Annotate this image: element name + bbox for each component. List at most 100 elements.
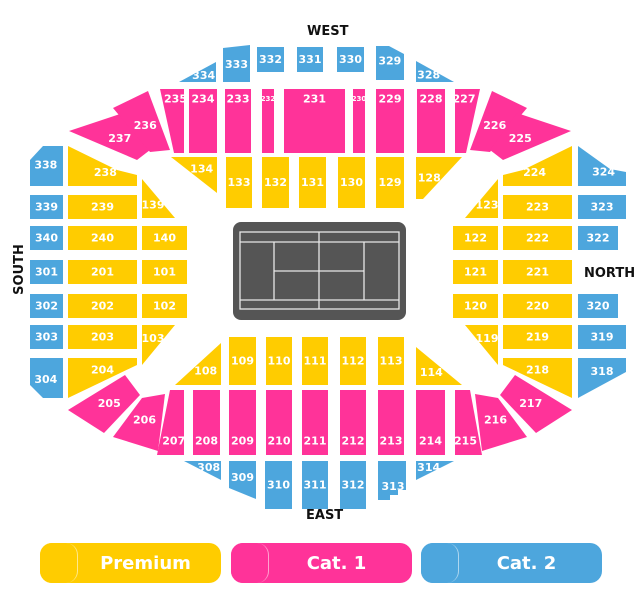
section-222[interactable]: 222 bbox=[503, 226, 572, 250]
section-shape[interactable] bbox=[376, 157, 404, 208]
section-shape[interactable] bbox=[225, 89, 251, 153]
section-shape[interactable] bbox=[30, 195, 63, 219]
section-209[interactable]: 209 bbox=[229, 390, 256, 455]
section-229[interactable]: 229 bbox=[376, 89, 404, 153]
section-230[interactable]: 230 bbox=[352, 89, 367, 153]
section-shape[interactable] bbox=[416, 390, 445, 455]
section-shape[interactable] bbox=[340, 337, 366, 385]
section-shape[interactable] bbox=[578, 325, 626, 349]
section-shape[interactable] bbox=[299, 157, 326, 208]
section-102[interactable]: 102 bbox=[142, 294, 187, 318]
section-shape[interactable] bbox=[453, 294, 498, 318]
section-shape[interactable] bbox=[578, 146, 626, 186]
section-shape[interactable] bbox=[226, 157, 252, 208]
section-134[interactable]: 134 bbox=[171, 157, 217, 193]
section-shape[interactable] bbox=[142, 226, 187, 250]
section-221[interactable]: 221 bbox=[503, 260, 572, 284]
section-130[interactable]: 130 bbox=[338, 157, 365, 208]
section-shape[interactable] bbox=[193, 390, 220, 455]
section-128[interactable]: 128 bbox=[416, 157, 462, 199]
section-shape[interactable] bbox=[223, 45, 250, 82]
section-234[interactable]: 234 bbox=[189, 89, 217, 153]
section-shape[interactable] bbox=[416, 61, 454, 82]
section-240[interactable]: 240 bbox=[68, 226, 137, 250]
section-233[interactable]: 233 bbox=[225, 89, 251, 153]
section-shape[interactable] bbox=[376, 46, 404, 80]
section-219[interactable]: 219 bbox=[503, 325, 572, 349]
section-101[interactable]: 101 bbox=[142, 260, 187, 284]
section-shape[interactable] bbox=[68, 325, 137, 349]
section-shape[interactable] bbox=[266, 337, 292, 385]
section-shape[interactable] bbox=[337, 47, 364, 72]
section-shape[interactable] bbox=[416, 157, 462, 199]
section-shape[interactable] bbox=[376, 89, 404, 153]
legend-cat1[interactable]: Cat. 1 bbox=[231, 543, 412, 583]
section-shape[interactable] bbox=[470, 91, 527, 152]
section-122[interactable]: 122 bbox=[453, 226, 498, 250]
section-108[interactable]: 108 bbox=[175, 343, 221, 385]
section-shape[interactable] bbox=[503, 294, 572, 318]
section-shape[interactable] bbox=[189, 89, 217, 153]
section-334[interactable]: 334 bbox=[179, 62, 216, 82]
section-shape[interactable] bbox=[578, 226, 618, 250]
section-shape[interactable] bbox=[578, 195, 626, 219]
section-333[interactable]: 333 bbox=[223, 45, 250, 82]
section-shape[interactable] bbox=[416, 347, 462, 385]
section-203[interactable]: 203 bbox=[68, 325, 137, 349]
section-228[interactable]: 228 bbox=[417, 89, 445, 153]
section-232[interactable]: 232 bbox=[261, 89, 276, 153]
section-211[interactable]: 211 bbox=[302, 390, 328, 455]
section-shape[interactable] bbox=[455, 390, 482, 455]
section-332[interactable]: 332 bbox=[257, 47, 284, 72]
section-shape[interactable] bbox=[142, 325, 175, 365]
section-304[interactable]: 304 bbox=[30, 358, 63, 398]
section-shape[interactable] bbox=[490, 113, 571, 160]
section-shape[interactable] bbox=[30, 325, 63, 349]
section-139[interactable]: 139 bbox=[142, 179, 175, 218]
section-330[interactable]: 330 bbox=[337, 47, 364, 72]
section-123[interactable]: 123 bbox=[465, 179, 498, 218]
section-shape[interactable] bbox=[30, 146, 63, 186]
section-shape[interactable] bbox=[113, 91, 170, 152]
section-113[interactable]: 113 bbox=[378, 337, 404, 385]
section-shape[interactable] bbox=[378, 461, 406, 500]
section-shape[interactable] bbox=[340, 461, 366, 509]
section-shape[interactable] bbox=[503, 226, 572, 250]
section-shape[interactable] bbox=[68, 358, 137, 398]
section-119[interactable]: 119 bbox=[465, 325, 498, 365]
section-201[interactable]: 201 bbox=[68, 260, 137, 284]
section-338[interactable]: 338 bbox=[30, 146, 63, 186]
section-shape[interactable] bbox=[340, 390, 366, 455]
section-223[interactable]: 223 bbox=[503, 195, 572, 219]
section-132[interactable]: 132 bbox=[262, 157, 289, 208]
section-109[interactable]: 109 bbox=[229, 337, 256, 385]
section-323[interactable]: 323 bbox=[578, 195, 626, 219]
section-340[interactable]: 340 bbox=[30, 226, 63, 250]
section-shape[interactable] bbox=[265, 461, 292, 509]
section-212[interactable]: 212 bbox=[340, 390, 366, 455]
section-shape[interactable] bbox=[68, 195, 137, 219]
section-shape[interactable] bbox=[30, 260, 63, 284]
section-110[interactable]: 110 bbox=[266, 337, 292, 385]
section-210[interactable]: 210 bbox=[266, 390, 292, 455]
section-shape[interactable] bbox=[503, 325, 572, 349]
section-133[interactable]: 133 bbox=[226, 157, 252, 208]
section-shape[interactable] bbox=[453, 226, 498, 250]
section-shape[interactable] bbox=[284, 89, 345, 153]
section-shape[interactable] bbox=[68, 375, 140, 433]
section-shape[interactable] bbox=[142, 260, 187, 284]
section-shape[interactable] bbox=[142, 294, 187, 318]
section-320[interactable]: 320 bbox=[578, 294, 618, 318]
section-shape[interactable] bbox=[68, 294, 137, 318]
section-shape[interactable] bbox=[416, 461, 454, 480]
section-shape[interactable] bbox=[500, 375, 572, 433]
section-310[interactable]: 310 bbox=[265, 461, 292, 509]
section-shape[interactable] bbox=[338, 157, 365, 208]
section-shape[interactable] bbox=[578, 358, 626, 398]
section-314[interactable]: 314 bbox=[416, 461, 454, 480]
section-shape[interactable] bbox=[160, 89, 184, 153]
section-shape[interactable] bbox=[465, 325, 498, 365]
section-shape[interactable] bbox=[417, 89, 445, 153]
section-shape[interactable] bbox=[184, 461, 221, 480]
section-shape[interactable] bbox=[302, 390, 328, 455]
